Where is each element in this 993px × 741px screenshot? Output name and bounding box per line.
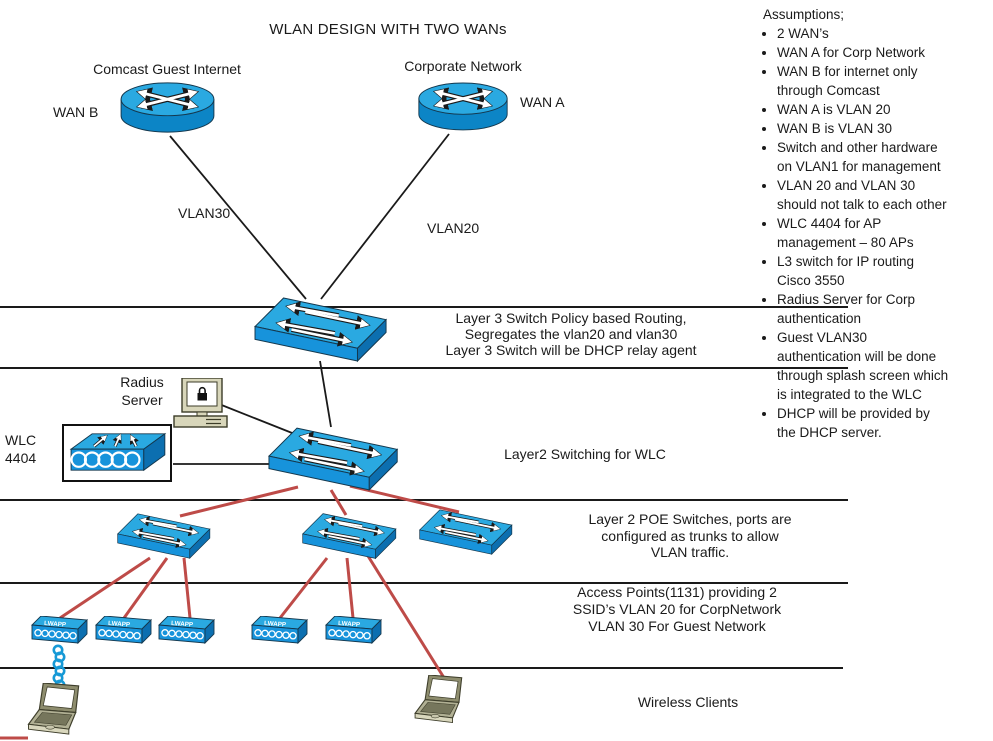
poe-switch3-icon <box>419 508 516 556</box>
label-wan-a: WAN A <box>520 94 565 110</box>
laptop2-icon <box>414 675 471 728</box>
access-point5-icon: LWAPP <box>325 616 383 647</box>
link-l2-poe1 <box>179 485 299 518</box>
label-corporate-network: Corporate Network <box>404 58 522 74</box>
assumption-item: VLAN 20 and VLAN 30 should not talk to e… <box>777 176 949 214</box>
access-point2-icon: LWAPP <box>95 616 153 647</box>
divider-lines <box>0 306 848 669</box>
page-title: WLAN DESIGN WITH TWO WANs <box>269 21 507 38</box>
link-l3-l2 <box>319 360 332 428</box>
link-wana-l3 <box>320 133 450 300</box>
red-links <box>0 484 460 740</box>
router-wanb-icon <box>119 78 216 136</box>
svg-text:LWAPP: LWAPP <box>338 620 360 629</box>
poe-switch2-icon <box>302 512 400 560</box>
radius-server-label: Radius Server <box>120 374 164 408</box>
assumption-item: WAN A for Corp Network <box>777 43 949 62</box>
assumption-item: WAN A is VLAN 20 <box>777 100 949 119</box>
assumption-item: Switch and other hardware on VLAN1 for m… <box>777 138 949 176</box>
svg-text:LWAPP: LWAPP <box>44 620 66 629</box>
link-poe1-ap2 <box>122 557 169 619</box>
wlc-label: WLC 4404 <box>5 432 37 466</box>
radius-server-icon <box>172 378 230 432</box>
assumption-item: WAN B for internet only through Comcast <box>777 62 949 100</box>
link-poe2-ap5 <box>345 557 355 619</box>
svg-text:LWAPP: LWAPP <box>264 620 286 629</box>
assumption-item: Radius Server for Corp authentication <box>777 290 949 328</box>
assumption-item: WAN B is VLAN 30 <box>777 119 949 138</box>
access-point3-icon: LWAPP <box>158 616 216 647</box>
wlc-device-box <box>62 424 172 482</box>
assumption-item: Guest VLAN30 authentication will be done… <box>777 328 949 404</box>
assumptions-title: Assumptions; <box>763 7 845 22</box>
label-comcast-guest-internet: Comcast Guest Internet <box>93 61 241 77</box>
assumption-item: WLC 4404 for AP management – 80 APs <box>777 214 949 252</box>
label-vlan20: VLAN20 <box>427 220 480 236</box>
link-poe2-ap4 <box>278 557 329 619</box>
link-wanb-l3 <box>169 135 307 300</box>
assumption-item: DHCP will be provided by the DHCP server… <box>777 404 949 442</box>
label-wan-b: WAN B <box>53 104 99 120</box>
poe-switches-note: Layer 2 POE Switches, ports are configur… <box>588 511 792 560</box>
link-poe1-ap3 <box>182 557 192 619</box>
link-poe2-laptop2 <box>366 555 448 682</box>
wlc-device-icon <box>67 430 167 474</box>
assumptions-list: 2 WAN’s WAN A for Corp Network WAN B for… <box>738 24 949 442</box>
access-point4-icon: LWAPP <box>251 616 309 647</box>
l2-switch-note: Layer2 Switching for WLC <box>504 446 666 462</box>
link-l2-poe3 <box>349 484 460 514</box>
assumptions-panel: Assumptions; 2 WAN’s WAN A for Corp Netw… <box>738 5 990 442</box>
l3-switch-note: Layer 3 Switch Policy based Routing, Seg… <box>445 310 697 358</box>
assumption-item: 2 WAN’s <box>777 24 949 43</box>
l3-switch-icon <box>254 296 392 363</box>
link-l2-poe2 <box>329 489 348 516</box>
svg-text:LWAPP: LWAPP <box>108 620 130 629</box>
access-points-note: Access Points(1131) providing 2 SSID’s V… <box>572 584 782 634</box>
router-wana-icon <box>417 78 509 134</box>
laptop1-icon <box>27 683 89 740</box>
wireless-clients-label: Wireless Clients <box>637 694 739 710</box>
svg-text:LWAPP: LWAPP <box>171 620 193 629</box>
assumption-item: L3 switch for IP routing Cisco 3550 <box>777 252 949 290</box>
l2-switch-icon <box>268 425 403 493</box>
label-vlan30: VLAN30 <box>178 205 231 221</box>
poe-switch1-icon <box>117 512 214 560</box>
access-point1-icon: LWAPP <box>31 616 89 647</box>
link-poe1-ap1 <box>59 556 151 620</box>
